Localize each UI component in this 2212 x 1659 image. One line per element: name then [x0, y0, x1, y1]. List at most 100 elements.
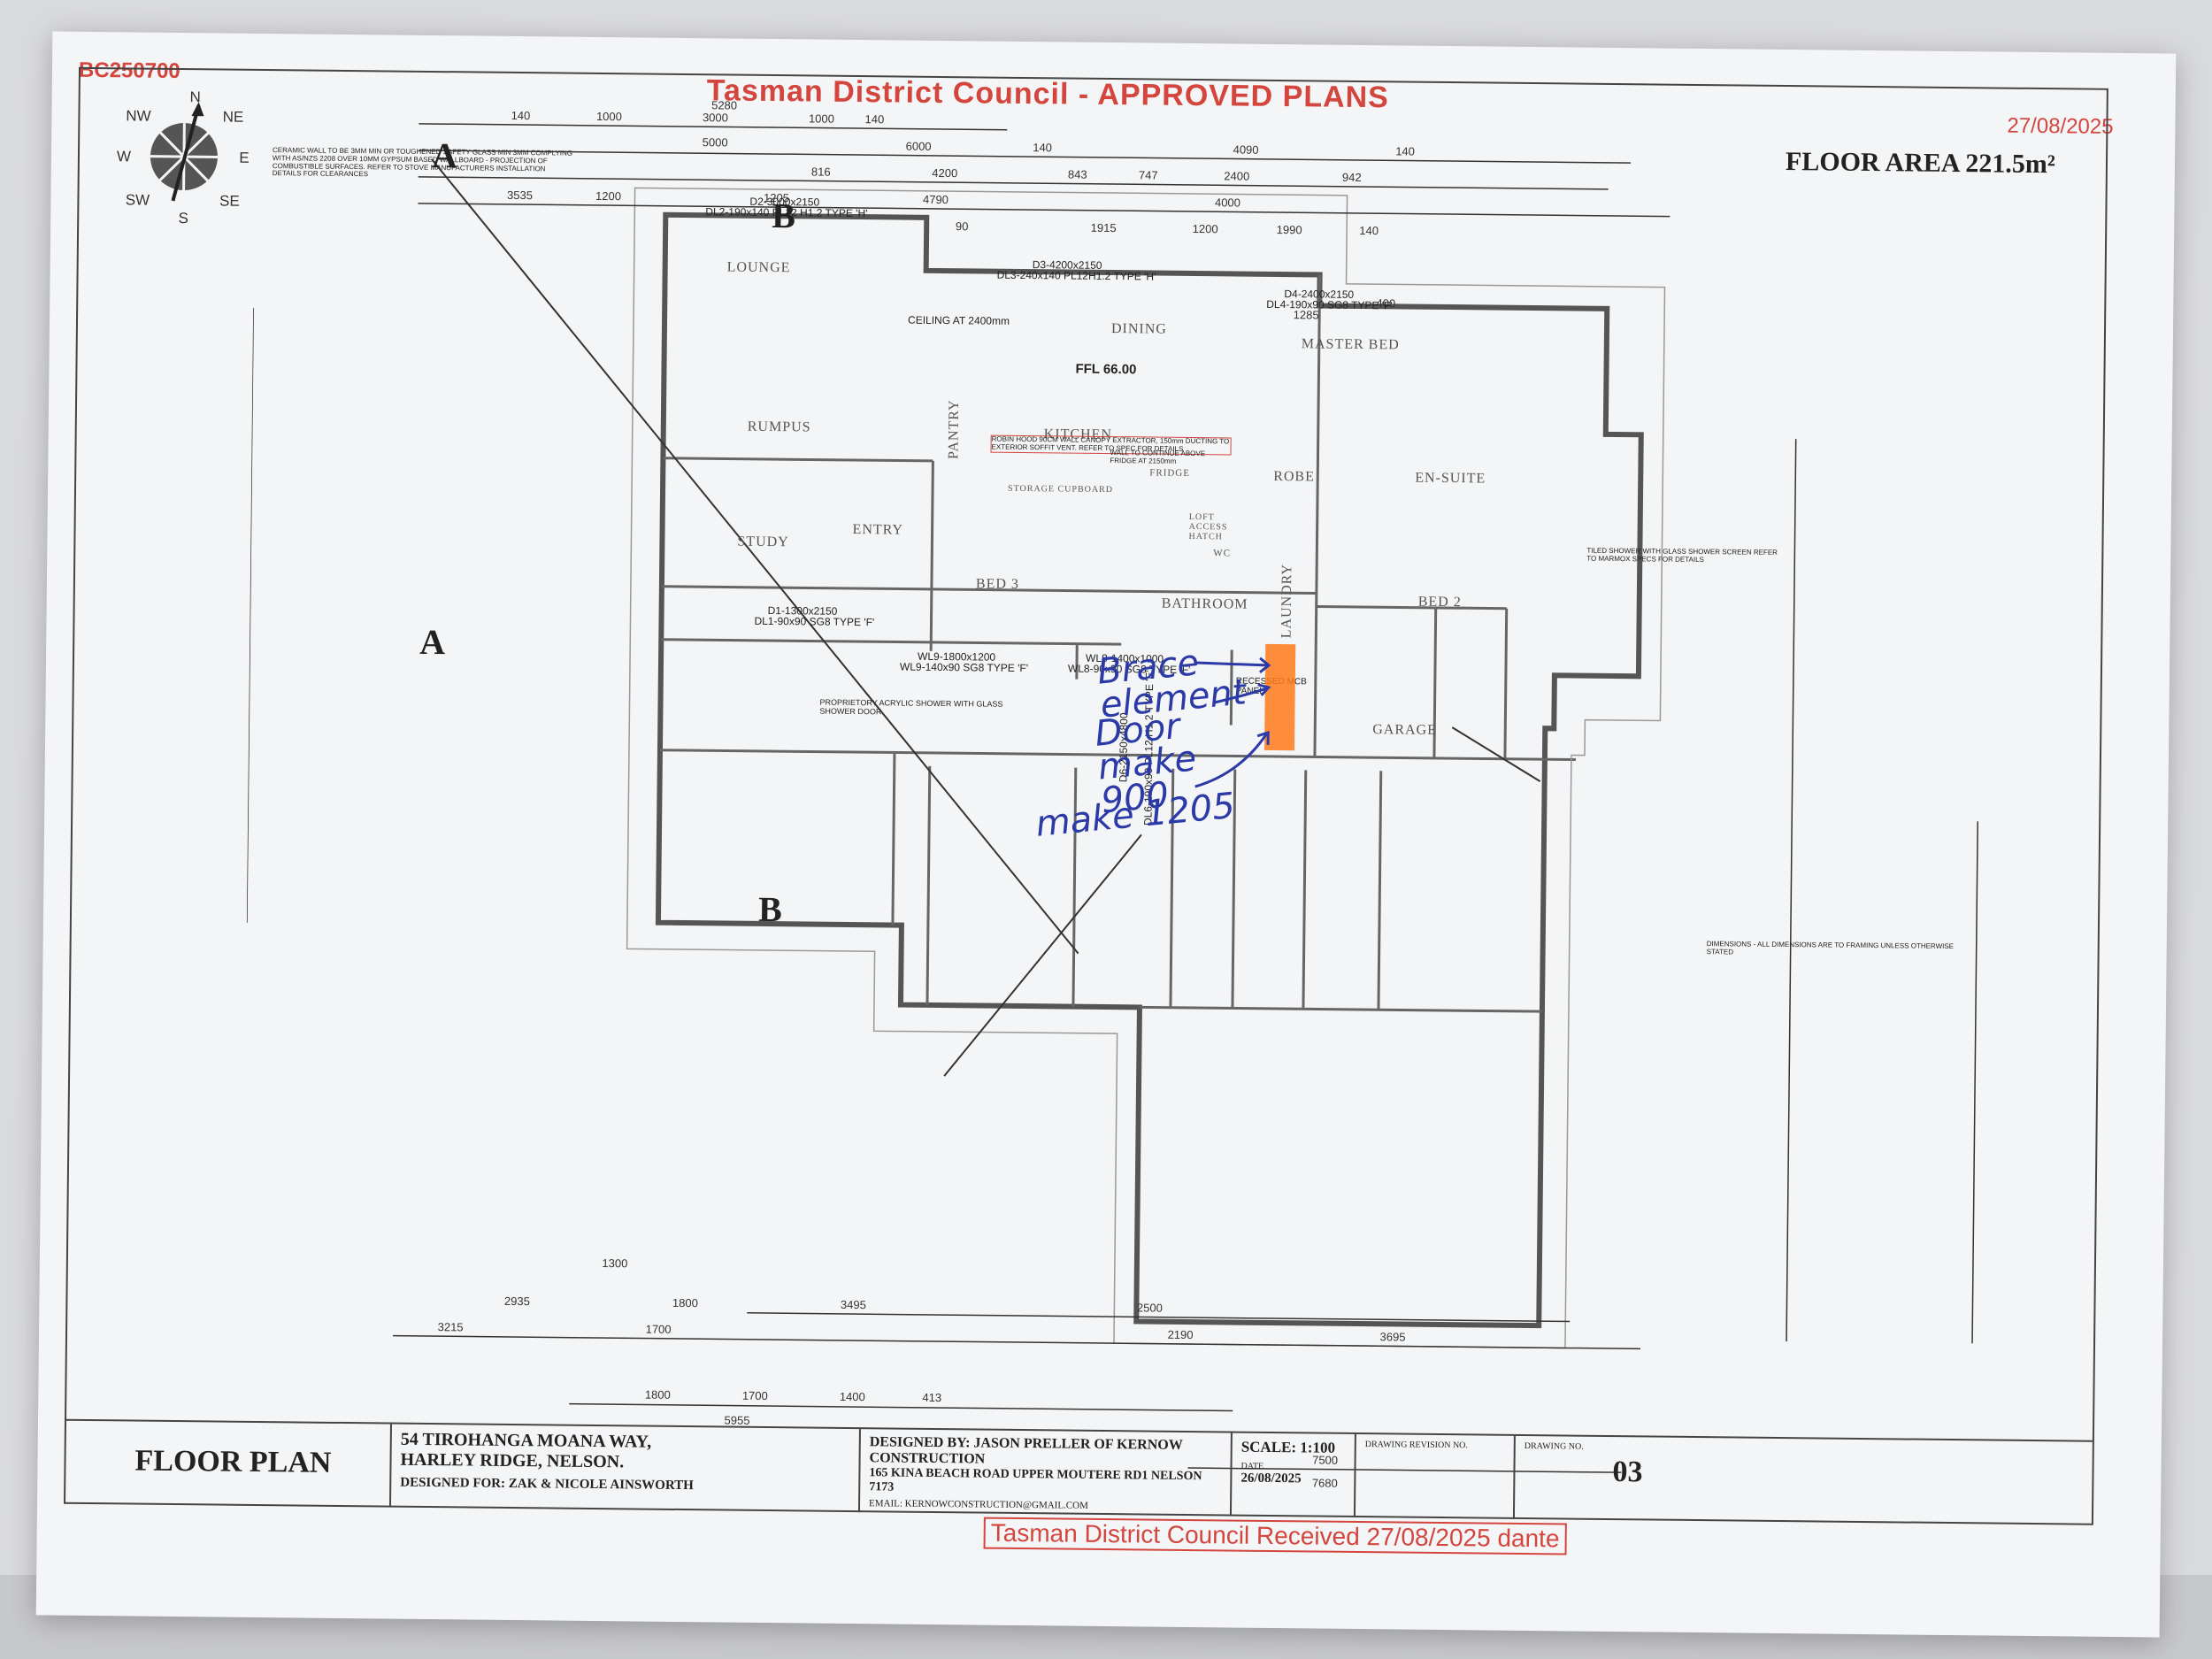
handwritten-arrows: [1194, 657, 1271, 788]
compass-sw: SW: [126, 191, 150, 208]
svg-text:1200: 1200: [595, 189, 621, 203]
svg-text:1800: 1800: [645, 1388, 671, 1402]
ceiling-note: CEILING AT 2400mm: [908, 313, 1010, 327]
acrylic-shower-note: PROPRIETORY ACRYLIC SHOWER WITH GLASS SH…: [819, 697, 1003, 717]
svg-text:7680: 7680: [1312, 1476, 1338, 1489]
svg-text:413: 413: [922, 1391, 941, 1404]
room-study: STUDY: [737, 534, 789, 550]
opening-wl9-lintel: WL9-140x90 SG8 TYPE 'F': [899, 660, 1029, 675]
room-master-bed: MASTER BED: [1301, 336, 1400, 353]
room-rumpus: RUMPUS: [747, 419, 811, 435]
svg-text:2935: 2935: [504, 1294, 530, 1308]
compass-w: W: [117, 148, 131, 165]
svg-text:3495: 3495: [841, 1298, 866, 1311]
compass-ne: NE: [223, 109, 244, 126]
svg-text:1285: 1285: [1294, 308, 1319, 321]
section-mark-a-top: A: [431, 134, 458, 176]
date: 26/08/2025: [1240, 1471, 1302, 1486]
room-robe: ROBE: [1273, 468, 1316, 485]
room-bed-2: BED 2: [1417, 594, 1462, 611]
room-garage: GARAGE: [1372, 722, 1438, 738]
svg-text:747: 747: [1139, 168, 1158, 181]
ffl-note: FFL 66.00: [1075, 361, 1137, 378]
svg-text:1000: 1000: [596, 110, 622, 123]
designer-cell: DESIGNED BY: JASON PRELLER OF KERNOW CON…: [859, 1429, 1233, 1517]
compass-n: N: [189, 88, 200, 105]
svg-text:4200: 4200: [932, 166, 957, 180]
room-bathroom: BATHROOM: [1161, 595, 1248, 612]
section-mark-b-top: B: [772, 196, 796, 236]
compass-e: E: [239, 150, 250, 166]
scale: SCALE: 1:100: [1240, 1438, 1336, 1456]
dimensions-note: DIMENSIONS - ALL DIMENSIONS ARE TO FRAMI…: [1706, 940, 1955, 956]
plan-sheet: BC250700 Tasman District Council - APPRO…: [35, 31, 2177, 1638]
svg-text:3215: 3215: [438, 1320, 464, 1333]
label-loft-hatch: LOFT ACCESS HATCH: [1188, 511, 1228, 542]
svg-text:5955: 5955: [725, 1414, 750, 1427]
svg-text:1990: 1990: [1277, 223, 1302, 236]
designed-by: DESIGNED BY: JASON PRELLER OF KERNOW CON…: [869, 1434, 1183, 1467]
svg-text:3535: 3535: [507, 188, 533, 202]
address-line-2: HARLEY RIDGE, NELSON.: [400, 1449, 625, 1472]
svg-text:90: 90: [956, 219, 969, 233]
svg-text:7500: 7500: [1312, 1453, 1338, 1466]
drawing-no-cell: DRAWING NO. 03: [1515, 1436, 1693, 1521]
svg-text:1700: 1700: [646, 1323, 672, 1336]
svg-text:3695: 3695: [1380, 1330, 1406, 1343]
room-pantry: PANTRY: [946, 399, 962, 460]
drawing-title: FLOOR PLAN: [134, 1444, 332, 1479]
svg-text:140: 140: [1395, 144, 1415, 157]
address-cell: 54 TIROHANGA MOANA WAY, HARLEY RIDGE, NE…: [390, 1424, 861, 1513]
room-en-suite: EN-SUITE: [1415, 470, 1486, 487]
room-entry: ENTRY: [852, 521, 904, 538]
drawing-no-label: DRAWING NO.: [1524, 1440, 1584, 1452]
svg-text:4000: 4000: [1215, 196, 1240, 209]
section-mark-b-bottom: B: [757, 888, 783, 930]
label-wc: WC: [1213, 548, 1232, 559]
svg-text:1400: 1400: [840, 1390, 865, 1403]
room-lounge: LOUNGE: [726, 259, 791, 276]
svg-text:3000: 3000: [703, 111, 728, 124]
svg-text:1300: 1300: [602, 1256, 627, 1270]
label-storage-cupboard: STORAGE CUPBOARD: [1008, 483, 1114, 495]
svg-text:5280: 5280: [711, 98, 737, 111]
wall-continue-note: WALL TO CONTINUE ABOVE FRIDGE AT 2150mm: [1110, 449, 1206, 465]
label-fridge: FRIDGE: [1149, 467, 1191, 479]
svg-text:140: 140: [1359, 224, 1379, 237]
designer-email: EMAIL: KERNOWCONSTRUCTION@GMAIL.COM: [869, 1498, 1088, 1511]
room-bed-3: BED 3: [975, 576, 1020, 592]
section-mark-a-bottom: A: [419, 621, 446, 663]
scale-cell: SCALE: 1:100 DATE 26/08/2025: [1231, 1432, 1356, 1517]
opening-dl1: DL1-90x90 SG8 TYPE 'F': [754, 614, 875, 629]
revision-cell: DRAWING REVISION NO.: [1355, 1433, 1516, 1519]
svg-text:816: 816: [811, 165, 831, 178]
tiled-shower-note: TILED SHOWER WITH GLASS SHOWER SCREEN RE…: [1586, 546, 1778, 564]
svg-text:2500: 2500: [1137, 1301, 1163, 1314]
svg-text:1800: 1800: [672, 1296, 698, 1310]
svg-text:140: 140: [511, 109, 531, 122]
svg-text:5000: 5000: [703, 135, 728, 149]
svg-text:140: 140: [1033, 141, 1052, 154]
svg-text:1700: 1700: [742, 1389, 768, 1402]
svg-text:140: 140: [865, 112, 885, 126]
revision-label: DRAWING REVISION NO.: [1364, 1440, 1468, 1451]
svg-text:942: 942: [1342, 171, 1362, 184]
opening-dl3: DL3-240x140 PL12H1.2 TYPE 'H': [996, 268, 1156, 283]
svg-text:1200: 1200: [1193, 222, 1218, 235]
opening-dl4: DL4-190x90 SG8 TYPE 'F': [1266, 297, 1393, 312]
svg-text:2400: 2400: [1224, 169, 1249, 182]
svg-text:4790: 4790: [923, 193, 949, 206]
room-dining: DINING: [1110, 321, 1167, 337]
svg-text:6000: 6000: [906, 140, 932, 153]
drawing-no: 03: [1612, 1455, 1643, 1489]
svg-text:1915: 1915: [1091, 221, 1117, 234]
compass-rose-icon: N NE E SE S SW W NW: [117, 88, 250, 227]
svg-text:1205: 1205: [764, 191, 789, 204]
received-stamp: Tasman District Council Received 27/08/2…: [983, 1517, 1567, 1555]
title-cell: FLOOR PLAN: [64, 1420, 392, 1508]
svg-text:1000: 1000: [809, 111, 834, 125]
floor-plan-drawing: 140 1000 3000 1000 140 5280 5000 6000 140 4090 1…: [246, 98, 1978, 1490]
svg-text:4090: 4090: [1233, 142, 1259, 156]
room-laundry: LAUNDRY: [1279, 563, 1295, 639]
compass-nw: NW: [126, 107, 151, 124]
